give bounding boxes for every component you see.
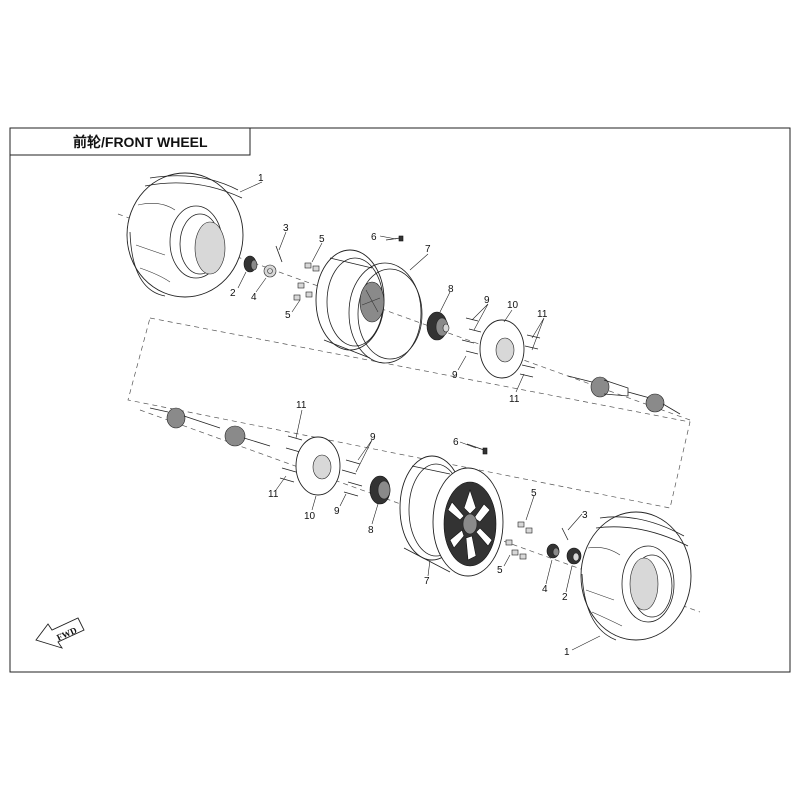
callout-9-upper-b: 9 <box>452 370 458 381</box>
callout-6-upper: 6 <box>371 232 377 243</box>
callout-4-lower: 4 <box>542 584 548 595</box>
diagram-title: 前轮/FRONT WHEEL <box>73 134 208 150</box>
title-box <box>9 127 251 156</box>
lower-rim <box>399 455 504 577</box>
lower-lug-nuts <box>505 521 533 560</box>
callout-11-upper-b: 11 <box>509 394 520 405</box>
callout-5-lower-a: 5 <box>531 488 537 499</box>
lower-wheel-assembly <box>139 407 701 641</box>
lower-tire <box>580 511 692 641</box>
upper-hub-studs <box>461 317 482 355</box>
callout-2-upper: 2 <box>230 288 236 299</box>
callout-5-lower-b: 5 <box>497 565 503 576</box>
callout-8-upper: 8 <box>448 284 454 295</box>
callout-9-lower-b: 9 <box>334 506 340 517</box>
upper-valve-bolt <box>385 235 404 242</box>
callout-9-upper-a: 9 <box>484 295 490 306</box>
callout-1-upper: 1 <box>258 173 264 184</box>
callout-11-lower-b: 11 <box>268 489 279 500</box>
lower-cotter-pin <box>561 527 569 541</box>
lower-brake-disc <box>295 436 341 496</box>
callout-6-lower: 6 <box>453 437 459 448</box>
lower-disc-bolts <box>279 435 303 483</box>
callout-10-lower: 10 <box>304 511 316 522</box>
callout-10-upper: 10 <box>507 300 519 311</box>
leader-lines <box>237 181 601 651</box>
callout-9-lower-a: 9 <box>370 432 376 443</box>
callout-3-upper: 3 <box>283 223 289 234</box>
callout-4-upper: 4 <box>251 292 257 303</box>
upper-brake-disc <box>479 319 525 379</box>
rim-spokes <box>447 489 493 561</box>
upper-rim <box>315 249 423 364</box>
lower-hub <box>369 475 391 505</box>
upper-lug-nuts <box>293 262 320 301</box>
callout-1-lower: 1 <box>564 647 570 658</box>
lower-drive-shaft <box>149 407 271 447</box>
upper-washer <box>263 264 277 278</box>
upper-hub <box>426 311 450 341</box>
upper-cotter-pin <box>275 245 283 263</box>
lower-hub-studs <box>341 459 363 497</box>
callout-5-upper-b: 5 <box>285 310 291 321</box>
callout-11-upper-a: 11 <box>537 309 548 320</box>
callout-5-upper-a: 5 <box>319 234 325 245</box>
callout-7-lower: 7 <box>424 576 430 587</box>
callout-7-upper: 7 <box>425 244 431 255</box>
callout-11-lower-a: 11 <box>296 400 307 411</box>
assembly-dashed-frame <box>127 317 691 509</box>
upper-wheel-assembly <box>117 172 691 421</box>
upper-drive-shaft <box>567 375 681 415</box>
callout-3-lower: 3 <box>582 510 588 521</box>
diagram-border <box>9 127 791 673</box>
upper-disc-bolts <box>519 334 541 378</box>
upper-tire <box>126 172 244 298</box>
lower-valve-bolt <box>466 443 488 455</box>
lower-castle-nut <box>546 543 560 559</box>
callout-numbers: 1 2 3 4 5 5 6 7 8 9 9 10 11 11 11 11 10 … <box>230 173 588 658</box>
forward-direction-arrow: FWD <box>35 617 85 649</box>
lower-washer <box>566 547 582 565</box>
callout-2-lower: 2 <box>562 592 568 603</box>
callout-8-lower: 8 <box>368 525 374 536</box>
upper-castle-nut <box>243 255 258 273</box>
